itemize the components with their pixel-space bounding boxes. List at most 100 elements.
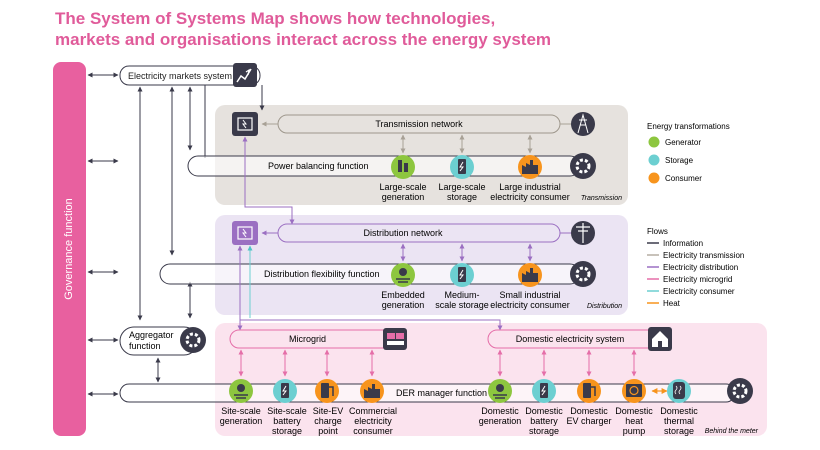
domestic-generation-label-1: Domestic bbox=[481, 406, 519, 416]
distribution-tag: Distribution bbox=[587, 303, 622, 310]
large-scale-storage-label-1: Large-scale bbox=[438, 182, 485, 192]
domestic-battery-label-2: battery bbox=[530, 416, 558, 426]
transmission-tag: Transmission bbox=[581, 195, 622, 202]
legend-consumer-swatch bbox=[648, 172, 660, 184]
domestic-thermal-label-3: storage bbox=[664, 426, 694, 436]
embedded-generation-icon bbox=[391, 263, 415, 287]
large-scale-generation-icon bbox=[391, 155, 415, 179]
governance-bar bbox=[53, 62, 86, 436]
legend-storage-label: Storage bbox=[665, 156, 694, 165]
transmission-gear-icon bbox=[570, 153, 596, 179]
distribution-to-domestic-flow bbox=[237, 245, 503, 331]
large-scale-storage-icon bbox=[450, 155, 474, 179]
domestic-battery-label-3: storage bbox=[529, 426, 559, 436]
behind-the-meter-tag: Behind the meter bbox=[705, 428, 759, 435]
site-scale-generation-label-1: Site-scale bbox=[221, 406, 261, 416]
page-title: The System of Systems Map shows how tech… bbox=[55, 8, 551, 50]
domestic-thermal-storage-icon bbox=[667, 379, 691, 403]
governance-label: Governance function bbox=[63, 198, 75, 300]
legend-transformations-title: Energy transformations bbox=[647, 122, 730, 131]
markets-box bbox=[119, 65, 261, 86]
commercial-consumer-icon bbox=[360, 379, 384, 403]
legend: Energy transformations Generator Storage… bbox=[647, 122, 744, 308]
markets-icon bbox=[233, 63, 257, 87]
distribution-gear-icon bbox=[570, 261, 596, 287]
legend-generator-swatch bbox=[648, 136, 660, 148]
large-industrial-consumer-label-2: electricity consumer bbox=[490, 192, 570, 202]
legend-distribution-label: Electricity distribution bbox=[663, 263, 738, 272]
domestic-generation-label-2: generation bbox=[479, 416, 522, 426]
microgrid-vertical-flows bbox=[238, 349, 637, 377]
large-scale-storage-label-2: storage bbox=[447, 192, 477, 202]
transmission-vertical-flows bbox=[400, 134, 533, 154]
medium-scale-storage-icon bbox=[450, 263, 474, 287]
site-ev-charge-point-icon bbox=[315, 379, 339, 403]
behind-the-meter-labels: Site-scale generation Site-scale battery… bbox=[220, 406, 699, 436]
site-ev-label-2: charge bbox=[314, 416, 342, 426]
legend-heat-label: Heat bbox=[663, 299, 681, 308]
commercial-consumer-label-1: Commercial bbox=[349, 406, 397, 416]
legend-storage-swatch bbox=[648, 154, 660, 166]
transmission-network-label: Transmission network bbox=[375, 119, 463, 129]
site-ev-label-3: point bbox=[318, 426, 338, 436]
commercial-consumer-label-2: electricity bbox=[354, 416, 392, 426]
large-scale-generation-label-1: Large-scale bbox=[379, 182, 426, 192]
site-scale-battery-label-2: battery bbox=[273, 416, 301, 426]
markets-label: Electricity markets system bbox=[128, 71, 232, 81]
aggregator-label-1: Aggregator bbox=[129, 330, 174, 340]
domestic-ev-label-2: EV charger bbox=[566, 416, 611, 426]
title-line-2: markets and organisations interact acros… bbox=[55, 30, 552, 49]
domestic-battery-label-1: Domestic bbox=[525, 406, 563, 416]
domestic-system-label: Domestic electricity system bbox=[516, 334, 625, 344]
domestic-thermal-label-2: thermal bbox=[664, 416, 694, 426]
domestic-ev-label-1: Domestic bbox=[570, 406, 608, 416]
domestic-heat-pump-label-3: pump bbox=[623, 426, 646, 436]
domestic-generation-icon bbox=[488, 379, 512, 403]
small-industrial-consumer-label-2: electricity consumer bbox=[490, 300, 570, 310]
transmission-pylon-icon bbox=[571, 112, 595, 136]
site-scale-battery-label-1: Site-scale bbox=[267, 406, 307, 416]
site-scale-battery-label-3: storage bbox=[272, 426, 302, 436]
medium-scale-storage-label-2: scale storage bbox=[435, 300, 489, 310]
transmission-to-distribution-flow bbox=[242, 136, 295, 225]
domestic-heat-pump-label-2: heat bbox=[625, 416, 643, 426]
aggregator-label-2: function bbox=[129, 341, 161, 351]
embedded-generation-label-2: generation bbox=[382, 300, 425, 310]
site-scale-generation-label-2: generation bbox=[220, 416, 263, 426]
commercial-consumer-label-3: consumer bbox=[353, 426, 393, 436]
der-gear-icon bbox=[727, 378, 753, 404]
legend-microgrid-label: Electricity microgrid bbox=[663, 275, 732, 284]
small-industrial-consumer-icon bbox=[518, 263, 542, 287]
behind-the-meter-zone bbox=[215, 323, 767, 436]
site-scale-battery-icon bbox=[273, 379, 297, 403]
microgrid-icon bbox=[383, 328, 407, 350]
power-balancing-label: Power balancing function bbox=[268, 161, 369, 171]
legend-information-label: Information bbox=[663, 239, 703, 248]
transmission-substation-icon bbox=[232, 112, 258, 136]
domestic-heat-pump-icon bbox=[622, 379, 646, 403]
legend-consumer-flow-label: Electricity consumer bbox=[663, 287, 735, 296]
domestic-battery-icon bbox=[532, 379, 556, 403]
house-icon bbox=[648, 327, 672, 351]
site-scale-generation-icon bbox=[229, 379, 253, 403]
legend-consumer-label: Consumer bbox=[665, 174, 702, 183]
legend-transmission-label: Electricity transmission bbox=[663, 251, 744, 260]
large-scale-generation-label-2: generation bbox=[382, 192, 425, 202]
title-line-1: The System of Systems Map shows how tech… bbox=[55, 9, 496, 28]
legend-generator-label: Generator bbox=[665, 138, 701, 147]
distribution-substation-icon bbox=[232, 221, 258, 245]
legend-flows-title: Flows bbox=[647, 227, 668, 236]
small-industrial-consumer-label-1: Small industrial bbox=[499, 290, 560, 300]
site-ev-label-1: Site-EV bbox=[313, 406, 344, 416]
distribution-flexibility-label: Distribution flexibility function bbox=[264, 269, 380, 279]
domestic-thermal-label-1: Domestic bbox=[660, 406, 698, 416]
der-manager-label: DER manager function bbox=[396, 388, 487, 398]
domestic-heat-pump-label-1: Domestic bbox=[615, 406, 653, 416]
large-industrial-consumer-label-1: Large industrial bbox=[499, 182, 561, 192]
aggregator-gear-icon bbox=[180, 327, 206, 353]
embedded-generation-label-1: Embedded bbox=[381, 290, 425, 300]
large-industrial-consumer-icon bbox=[518, 155, 542, 179]
microgrid-label: Microgrid bbox=[289, 334, 326, 344]
transmission-zone bbox=[215, 105, 628, 205]
